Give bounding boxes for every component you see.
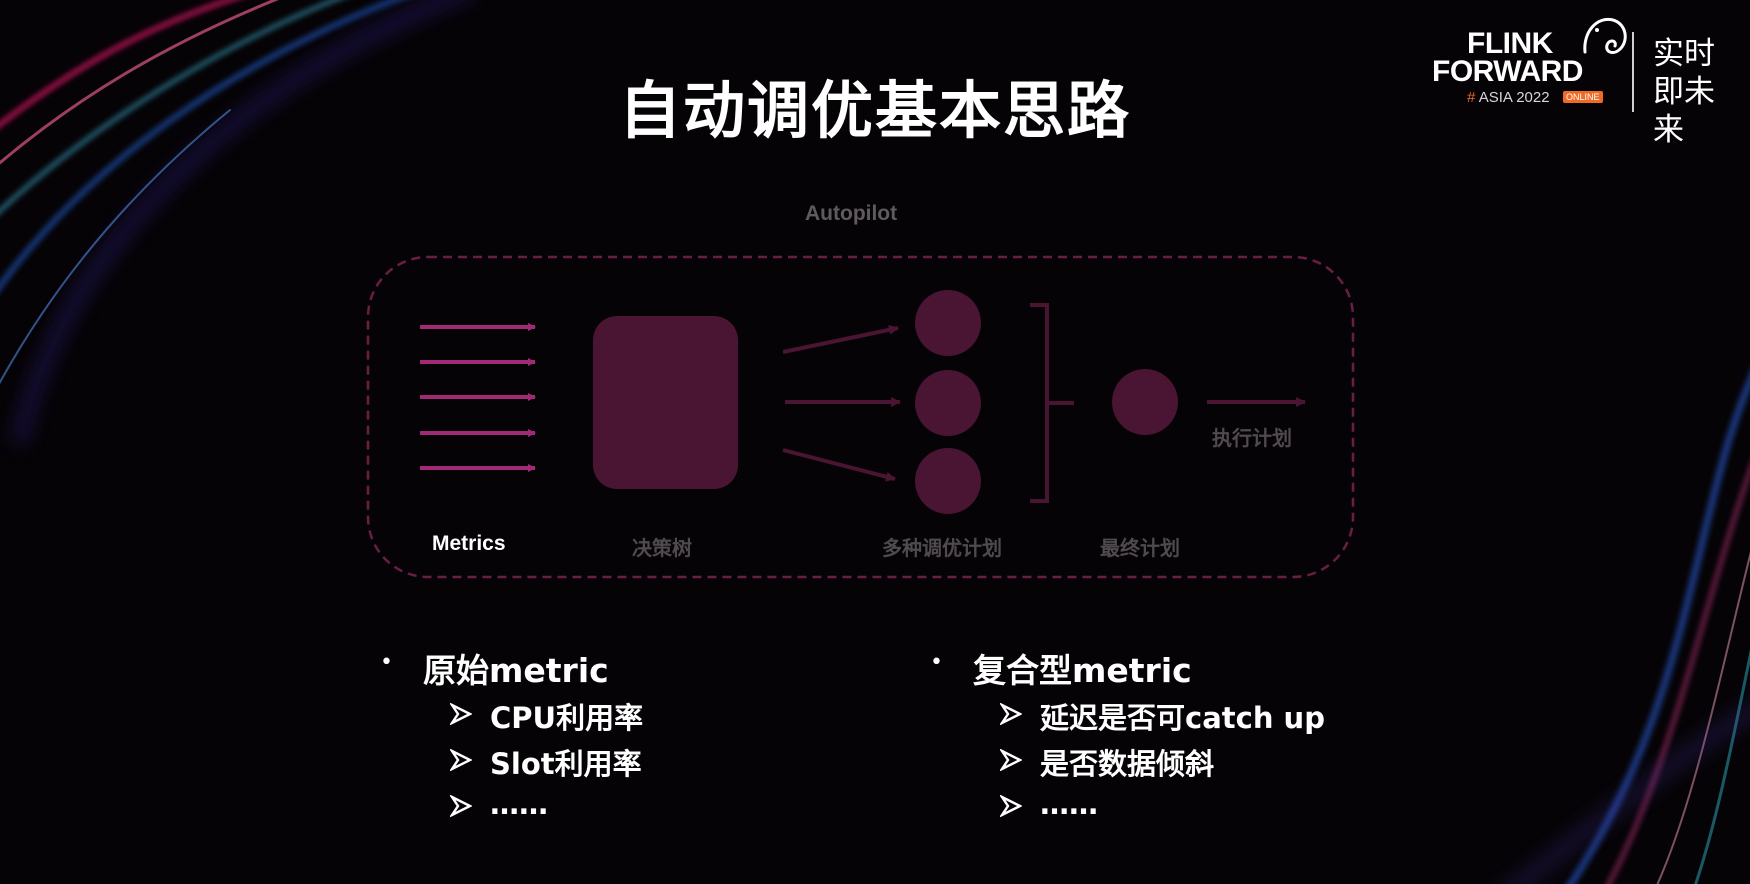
autopilot-group-border	[366, 255, 1355, 579]
composite-metric-item: ……	[1040, 787, 1098, 821]
slide-title: 自动调优基本思路	[618, 74, 1131, 147]
metrics-arrows	[420, 323, 536, 472]
plans-brace	[1030, 303, 1074, 503]
raw-metric-heading: 原始metric	[423, 651, 609, 690]
execute-plan-label: 执行计划	[1212, 426, 1292, 450]
arrow-bullet-icon	[450, 749, 472, 771]
final-plan-node	[1112, 369, 1178, 435]
decision-tree-label: 决策树	[632, 536, 692, 560]
bullet-dot: •	[930, 650, 943, 675]
logo-slogan: 实时即未来	[1653, 36, 1715, 148]
autopilot-label: Autopilot	[805, 202, 898, 225]
logo-divider	[1632, 32, 1634, 112]
online-badge: ONLINE	[1563, 91, 1603, 103]
composite-metric-heading: 复合型metric	[973, 651, 1192, 690]
logo-event: # ASIA 2022	[1467, 89, 1550, 106]
final-plan-label: 最终计划	[1100, 536, 1180, 560]
bullet-dot: •	[380, 650, 393, 675]
arrow-bullet-icon	[1000, 749, 1022, 771]
plan-arrow-up	[782, 324, 899, 354]
plan-arrows	[782, 324, 901, 482]
decision-tree-box	[593, 316, 738, 489]
arrow-bullet-icon	[450, 795, 472, 817]
plan-arrow-down	[782, 448, 896, 482]
arrow-bullet-icon	[1000, 795, 1022, 817]
logo-line-1: FLINK	[1467, 27, 1553, 60]
event-name: ASIA 2022	[1478, 89, 1550, 106]
raw-metric-item: ……	[490, 787, 548, 821]
flink-forward-logo: FLINK FORWARD # ASIA 2022 ONLINE 实时即未来	[1425, 10, 1725, 148]
plan-node	[915, 448, 981, 514]
plan-node	[915, 290, 981, 356]
composite-metric-item: 延迟是否可catch up	[1040, 701, 1325, 735]
composite-metric-item: 是否数据倾斜	[1040, 747, 1215, 781]
raw-metric-item: CPU利用率	[490, 701, 644, 735]
arrow-bullet-icon	[450, 703, 472, 725]
hash-mark: #	[1467, 89, 1476, 106]
logo-line-2: FORWARD	[1432, 55, 1583, 88]
raw-metric-item: Slot利用率	[490, 747, 642, 781]
plan-node	[915, 370, 981, 436]
tuning-plans-label: 多种调优计划	[882, 536, 1002, 560]
arrow-bullet-icon	[1000, 703, 1022, 725]
squirrel-icon	[1583, 17, 1627, 54]
metrics-label: Metrics	[432, 532, 506, 555]
